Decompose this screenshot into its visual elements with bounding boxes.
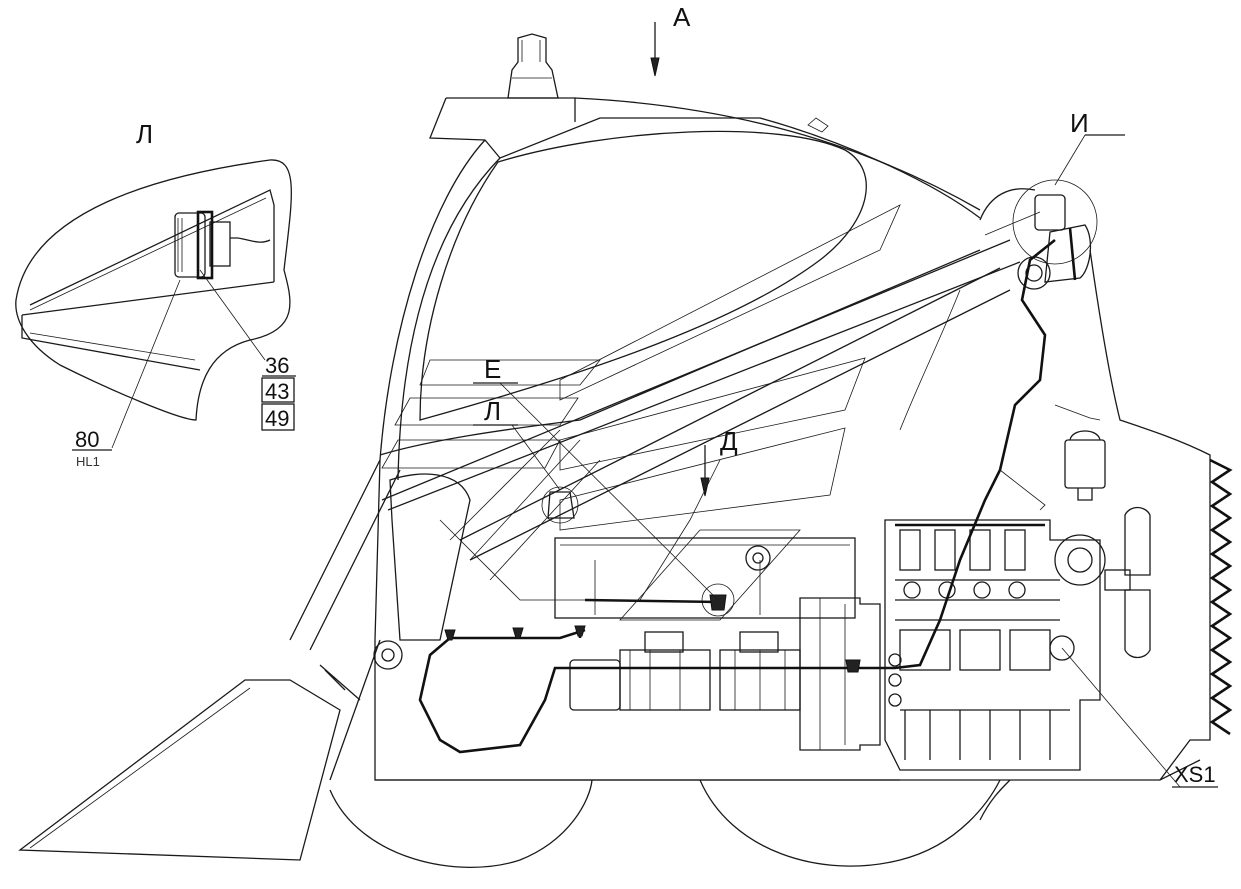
radiator-grille: [1209, 458, 1233, 736]
detail-inner-lines: [29, 197, 267, 361]
fuel-filter: [1064, 430, 1106, 501]
front-wheel-arc: [329, 779, 593, 868]
callout-36: 36: [265, 353, 289, 378]
engine-block: [799, 519, 1106, 771]
callout-43: 43: [265, 379, 289, 404]
bucket-assembly: [18, 459, 401, 861]
leader-e: [499, 382, 719, 601]
view-arrow-a: А: [650, 2, 691, 77]
view-label-i: И: [1070, 108, 1089, 138]
callout-80: 80 HL1: [72, 427, 112, 469]
beacon-light: [507, 33, 559, 99]
engine-outline: [884, 519, 1101, 771]
boom-pivot-rear: [1017, 256, 1051, 290]
lamp-hl1: [174, 210, 271, 280]
connector-label-xs1: XS1: [1174, 762, 1216, 787]
detail-view-title: Л: [136, 119, 153, 149]
view-label-a: А: [673, 2, 691, 32]
cab-front-pillar: [374, 139, 486, 641]
rear-work-lamp-1: [1034, 194, 1066, 231]
cooling-fan-upper: [1124, 506, 1151, 576]
cab-side-window: [419, 130, 867, 421]
wiring-harness: [418, 194, 1101, 754]
callout-80-number: 80: [75, 427, 99, 452]
alternator: [1054, 534, 1106, 586]
detail-circle-i: [1012, 179, 1098, 265]
rear-work-lamp-2: [1044, 224, 1092, 283]
detail-housing-outline: [15, 159, 292, 421]
cab-structure: [374, 33, 1041, 641]
callout-stack-36-43-49: 36 43 49: [261, 353, 296, 431]
rear-wheel-arc: [699, 779, 1001, 867]
callout-49: 49: [265, 406, 289, 431]
bucket: [18, 679, 341, 861]
main-harness: [418, 238, 1056, 754]
connector-xs1-point: [1049, 635, 1075, 661]
view-label-e: Е: [484, 354, 501, 384]
view-markers: Е Л И XS1: [473, 108, 1218, 788]
leader-36: [199, 269, 266, 361]
hood-outline: [1089, 249, 1211, 781]
leader-i: [1054, 134, 1086, 186]
hydraulic-pumps: [554, 537, 856, 711]
engine-hood: [979, 188, 1233, 781]
hydraulic-tank: [554, 537, 856, 619]
leader-xs1: [1061, 647, 1181, 788]
cooling-fan-lower: [1124, 589, 1151, 659]
detail-circle-e: [701, 583, 735, 617]
view-label-l: Л: [484, 396, 501, 426]
leader-l: [511, 424, 561, 491]
detail-panel-lines: [21, 189, 275, 371]
detail-view-lamp: Л 36 43 49 80 HL1: [15, 119, 296, 469]
filler-cap: [745, 545, 771, 571]
leader-80: [111, 279, 181, 449]
flywheel-housing: [799, 597, 881, 751]
chassis: [329, 640, 1201, 868]
callout-80-designation: HL1: [76, 454, 100, 469]
pump-1: [619, 649, 711, 711]
hidden-view-outlines: [381, 204, 901, 621]
